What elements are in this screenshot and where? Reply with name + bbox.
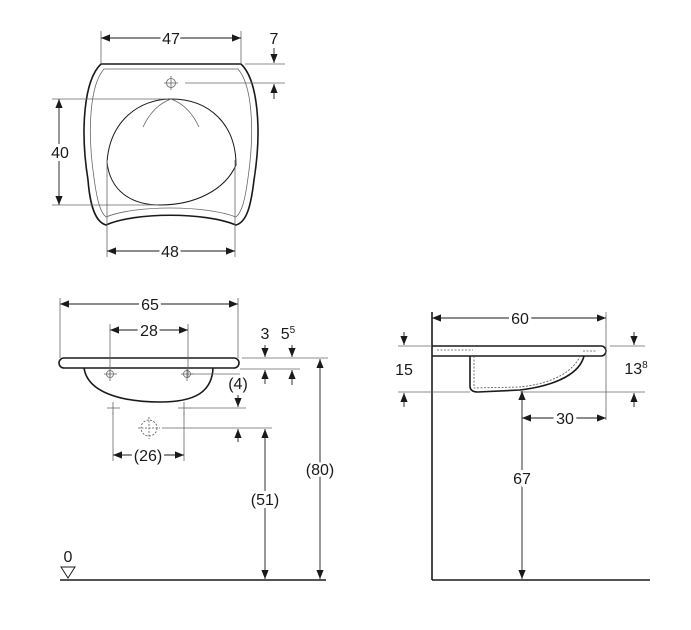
front-view: 65 28 3 55 (4) (26) (51) (80) 0	[58, 294, 337, 581]
dim-15: 15	[395, 362, 413, 379]
basin-inner-rim	[89, 68, 253, 218]
basin-rim	[432, 345, 607, 357]
dim-13-8: 138	[624, 360, 648, 378]
bowl-outline	[469, 355, 585, 393]
bowl-ridge	[142, 98, 200, 128]
side-view: 60 15 138 30 67	[395, 308, 650, 581]
dim-40: 40	[51, 145, 69, 162]
tap-marks	[104, 368, 194, 415]
drain-outlet-icon	[138, 417, 160, 439]
dim-60: 60	[511, 311, 529, 328]
floor-level-label: 0	[64, 549, 73, 566]
dim-80: (80)	[306, 462, 334, 479]
dim-47: 47	[162, 31, 180, 48]
dim-67: 67	[513, 471, 531, 488]
tap-hole-icon	[164, 76, 178, 90]
dim-5-5: 55	[281, 325, 296, 343]
dim-30: 30	[556, 411, 574, 428]
bowl-outline	[83, 367, 214, 403]
basin-rim	[58, 357, 240, 369]
dim-7: 7	[270, 31, 279, 48]
dim-51: (51)	[251, 492, 279, 509]
dim-4: (4)	[228, 376, 248, 393]
bowl-outline	[106, 98, 237, 206]
dim-26: (26)	[134, 448, 162, 465]
dim-3: 3	[261, 326, 270, 343]
dim-65: 65	[141, 297, 159, 314]
dim-48: 48	[161, 244, 179, 261]
basin-outline	[83, 63, 259, 226]
top-view: 47 7 40 48	[48, 28, 285, 264]
dim-28: 28	[140, 323, 158, 340]
level-marker-icon	[60, 566, 76, 579]
